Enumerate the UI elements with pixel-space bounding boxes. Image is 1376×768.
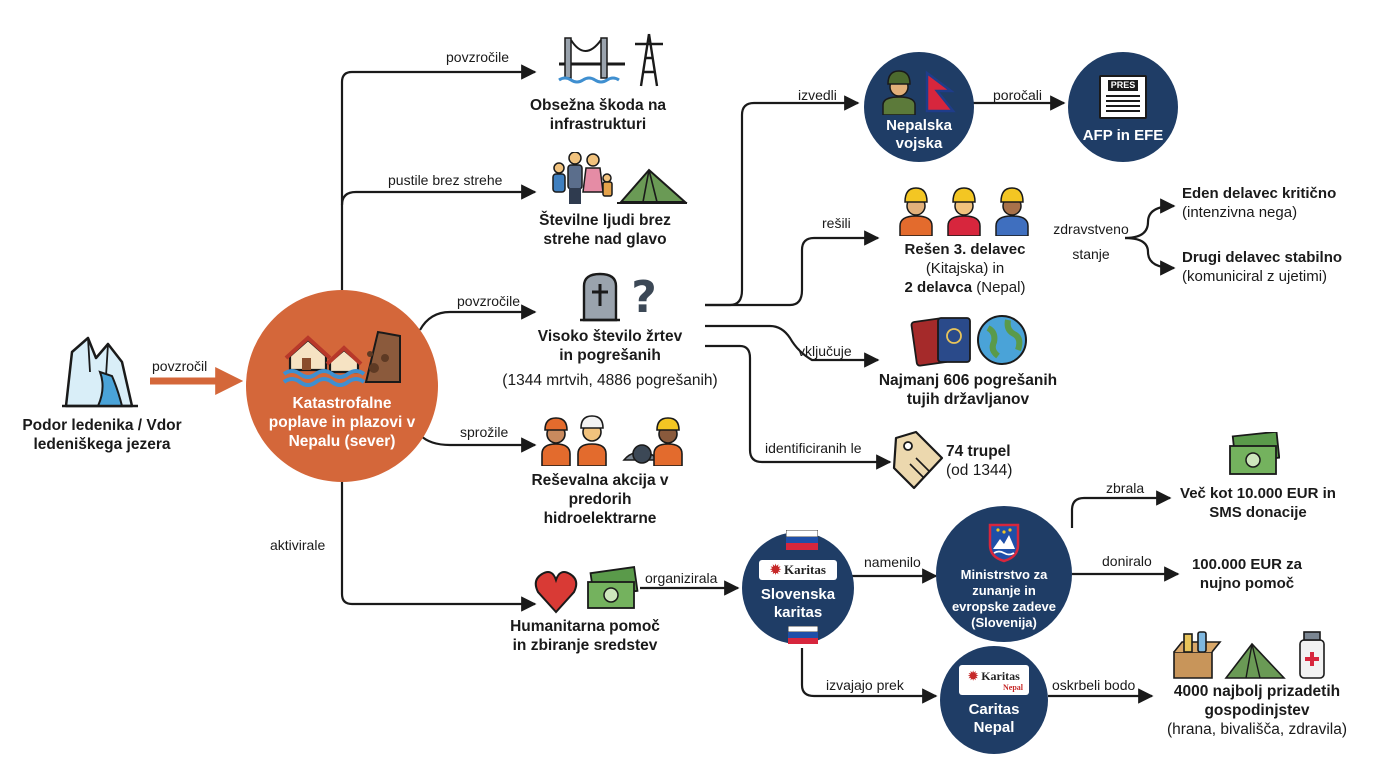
identified-node: 74 trupel (od 1344) xyxy=(946,442,1056,480)
army-node: Nepalska vojska xyxy=(864,52,974,162)
edge-army xyxy=(705,95,860,307)
slovenia-coat-of-arms-icon xyxy=(988,523,1020,563)
edge-label-identified: identificiranih le xyxy=(765,440,862,456)
foreign-node: Najmanj 606 pogrešanih tujih državljanov xyxy=(878,372,1058,408)
central-node: Katastrofalne poplave in plazovi v Nepal… xyxy=(246,290,438,482)
rescued-line2: (Kitajska) in xyxy=(925,260,1005,277)
gravestone-question-icon: ? xyxy=(580,272,657,322)
karitas-logo-icon: ✹ xyxy=(770,562,781,577)
edge-label-households: oskrbeli bodo xyxy=(1052,677,1136,693)
svg-text:?: ? xyxy=(631,272,657,322)
newspaper-icon: PRES xyxy=(1099,75,1147,119)
edge-label-health: zdravstveno stanje xyxy=(1053,221,1129,262)
soldier-flag-icon xyxy=(882,70,956,115)
slovenia-flag-icon xyxy=(788,626,818,644)
critical-title: Eden delavec kritično xyxy=(1182,185,1337,202)
edge-sms xyxy=(1070,490,1172,528)
rescue-node: Reševalna akcija v predorih hidroelektra… xyxy=(531,472,669,527)
caritas-nepal-logo-icon: ✹ xyxy=(968,668,979,683)
stable-node: Drugi delavec stabilno (komuniciral z uj… xyxy=(1182,248,1372,286)
infrastructure-node: Obsežna škoda na infrastrukturi xyxy=(529,97,667,133)
army-label: Nepalska vojska xyxy=(886,117,952,152)
edge-label-ministry: namenilo xyxy=(864,554,921,570)
edge-label-press: poročali xyxy=(993,87,1043,103)
edge-label-caritas-nepal: izvajajo prek xyxy=(826,677,904,693)
households-node: 4000 najbolj prizadetih gospodinjstev (h… xyxy=(1152,682,1362,739)
edge-label-rescue: sprožile xyxy=(460,424,509,440)
edge-critical xyxy=(1124,198,1176,240)
press-label: AFP in EFE xyxy=(1082,127,1164,144)
edge-homeless xyxy=(340,184,537,206)
edge-label-donation: doniralo xyxy=(1102,553,1152,569)
edge-label-rescued: rešili xyxy=(822,215,851,231)
edge-label-karitas: organizirala xyxy=(645,570,718,586)
casualties-title: Visoko število žrtev in pogrešanih xyxy=(537,328,683,364)
tag-icon xyxy=(892,430,944,490)
edge-infrastructure xyxy=(340,64,537,290)
edge-aid xyxy=(340,480,537,612)
ministry-label: Ministrstvo za zunanje in evropske zadev… xyxy=(951,567,1057,630)
source-node-label: Podor ledenika / Vdor ledeniškega jezera xyxy=(22,417,182,453)
households-subtitle: (hrana, bivališča, zdravila) xyxy=(1166,721,1348,738)
central-node-label: Katastrofalne poplave in plazovi v Nepal… xyxy=(268,394,416,450)
caritas-nepal-logo: ✹ Karitas Nepal xyxy=(959,665,1029,695)
karitas-node: ✹Karitas Slovenska karitas xyxy=(742,532,854,644)
edge-identified xyxy=(705,344,892,470)
edge-label-sms: zbrala xyxy=(1106,480,1145,496)
identified-subtitle: (od 1344) xyxy=(946,462,1013,479)
edge-label-casualties: povzročile xyxy=(457,293,521,309)
edge-caritas-nepal xyxy=(800,648,938,704)
rescued-line3a: 2 delavca xyxy=(904,279,973,296)
edge-label-aid: aktivirale xyxy=(270,537,326,553)
rescue-workers-icon xyxy=(541,415,683,466)
casualties-subtitle: (1344 mrtvih, 4886 pogrešanih) xyxy=(502,372,718,389)
stable-title: Drugi delavec stabilno xyxy=(1182,249,1343,266)
edge-stable xyxy=(1124,236,1176,276)
ministry-node: Ministrstvo za zunanje in evropske zadev… xyxy=(936,506,1072,642)
family-tent-icon xyxy=(552,152,688,204)
rescued-line1: Rešen 3. delavec xyxy=(904,241,1026,258)
edge-label-infrastructure: povzročile xyxy=(446,49,510,65)
supplies-icon xyxy=(1173,631,1325,679)
heart-money-icon xyxy=(534,566,639,614)
critical-node: Eden delavec kritično (intenzivna nega) xyxy=(1182,184,1372,222)
donation-node: 100.000 EUR za nujno pomoč xyxy=(1191,556,1303,592)
glacier-icon xyxy=(62,336,138,408)
rescued-node: Rešen 3. delavec (Kitajska) in 2 delavca… xyxy=(880,240,1050,297)
rescued-line3b: (Nepal) xyxy=(972,279,1026,296)
karitas-label: Slovenska karitas xyxy=(760,586,836,621)
press-badge: PRES xyxy=(1107,80,1139,91)
sms-node: Več kot 10.000 EUR in SMS donacije xyxy=(1180,485,1336,521)
stable-subtitle: (komuniciral z ujetimi) xyxy=(1182,268,1328,285)
edge-rescued xyxy=(705,230,880,307)
passports-globe-icon xyxy=(910,315,1027,367)
aid-node: Humanitarna pomoč in zbiranje sredstev xyxy=(510,618,660,654)
households-title: 4000 najbolj prizadetih gospodinjstev xyxy=(1173,683,1341,719)
edge-label-foreign: vključuje xyxy=(798,343,852,359)
critical-subtitle: (intenzivna nega) xyxy=(1182,204,1298,221)
edge-label-homeless: pustile brez strehe xyxy=(388,172,503,188)
identified-title: 74 trupel xyxy=(946,443,1011,460)
press-node: PRES AFP in EFE xyxy=(1068,52,1178,162)
casualties-node: Visoko število žrtev in pogrešanih xyxy=(530,327,690,365)
edge-foreign xyxy=(705,324,880,368)
workers-icon xyxy=(899,187,1029,236)
edge-label-army: izvedli xyxy=(798,87,837,103)
caritas-nepal-node: ✹ Karitas Nepal Caritas Nepal xyxy=(940,646,1048,754)
flood-landslide-icon xyxy=(282,330,401,387)
homeless-node: Številne ljudi brez strehe nad glavo xyxy=(539,212,671,248)
karitas-logo: ✹Karitas xyxy=(759,560,837,580)
broken-bridge-icon xyxy=(558,33,663,87)
edge-label-source: povzročil xyxy=(152,358,208,374)
slovenia-flag-icon xyxy=(786,530,818,550)
money-icon xyxy=(1229,432,1280,475)
caritas-nepal-label: Caritas Nepal xyxy=(968,701,1020,736)
edge-casualties xyxy=(419,304,537,331)
